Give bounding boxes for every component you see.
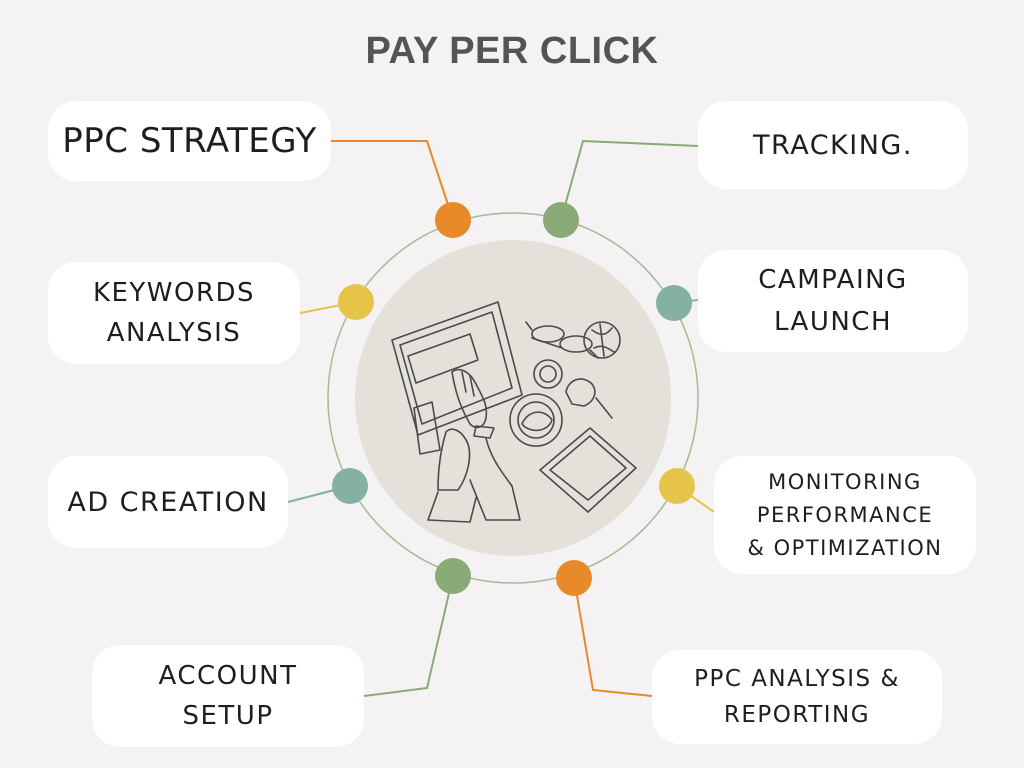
step-ad-creation: AD CREATION bbox=[48, 456, 288, 548]
step-campaing-launch: CAMPAING LAUNCH bbox=[698, 250, 968, 352]
laptop-workspace-illustration bbox=[391, 301, 637, 523]
yellow-dot-icon bbox=[338, 284, 374, 320]
step-tracking: TRACKING. bbox=[698, 101, 968, 189]
orange-dot-icon bbox=[435, 202, 471, 238]
page-title: PAY PER CLICK bbox=[365, 30, 659, 72]
yellow-dot-icon bbox=[659, 468, 695, 504]
step-keywords-analysis: KEYWORDS ANALYSIS bbox=[48, 262, 300, 364]
step-ppc-analysis-reporting: PPC ANALYSIS & REPORTING bbox=[652, 650, 942, 744]
orange-dot-icon bbox=[556, 560, 592, 596]
green-dot-icon bbox=[543, 202, 579, 238]
connector-account bbox=[363, 575, 454, 697]
connector-tracking bbox=[560, 139, 699, 221]
connector-ppc-strategy bbox=[331, 140, 454, 221]
step-ppc-strategy: PPC STRATEGY bbox=[48, 101, 331, 181]
step-account-setup: ACCOUNT SETUP bbox=[92, 645, 364, 747]
step-monitoring-performance: MONITORING PERFORMANCE & OPTIMIZATION bbox=[714, 456, 976, 574]
connector-analysis bbox=[573, 577, 653, 697]
teal-dot-icon bbox=[332, 468, 368, 504]
outer-ring bbox=[327, 212, 699, 584]
green-dot-icon bbox=[435, 558, 471, 594]
teal-dot-icon bbox=[656, 285, 692, 321]
